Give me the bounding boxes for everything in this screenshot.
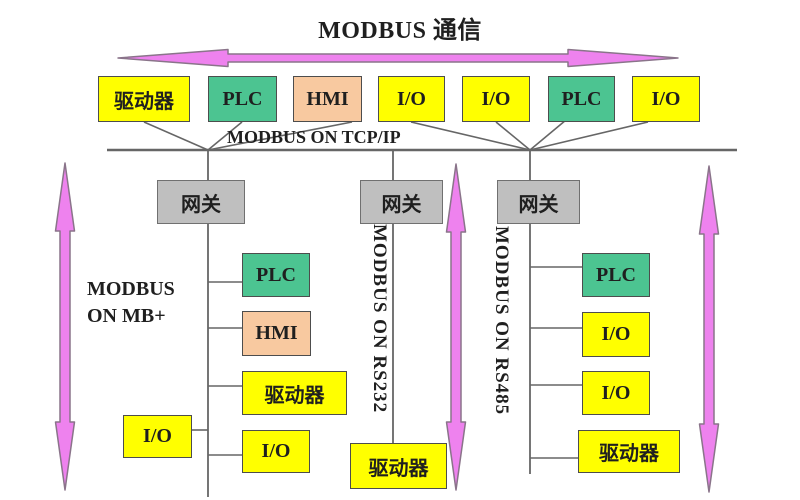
top-device-plc-1: PLC bbox=[208, 76, 277, 122]
mbplus-device-io: I/O bbox=[242, 430, 310, 473]
mbplus-device-drive: 驱动器 bbox=[242, 371, 347, 415]
mbplus-device-hmi: HMI bbox=[242, 311, 311, 356]
plc1-drop-line bbox=[207, 121, 243, 151]
top-device-io-1: I/O bbox=[378, 76, 445, 122]
top-device-plc-2: PLC bbox=[548, 76, 615, 122]
device-label: I/O bbox=[601, 323, 631, 345]
gateway-box-1: 网关 bbox=[157, 180, 245, 224]
plc2-drop-line bbox=[529, 119, 567, 151]
device-label: PLC bbox=[256, 263, 296, 286]
rs485-device-plc: PLC bbox=[582, 253, 650, 297]
device-label: I/O bbox=[481, 87, 511, 110]
rs485-branch-label: MODBUS ON RS485 bbox=[491, 226, 512, 416]
rs485-arrow bbox=[698, 165, 720, 493]
io3-drop-line bbox=[529, 121, 649, 151]
mbplus-side-device-io: I/O bbox=[123, 415, 192, 458]
mbplus-label-line1: MODBUS bbox=[87, 278, 175, 300]
rs232-device-drive: 驱动器 bbox=[350, 443, 447, 489]
tcpip-bus-label: MODBUS ON TCP/IP bbox=[227, 127, 401, 147]
rs485-device-io-1: I/O bbox=[582, 312, 650, 357]
diagram-title: MODBUS 通信 bbox=[318, 18, 482, 44]
hmi1-drop-line bbox=[207, 121, 353, 151]
mbplus-arrow bbox=[54, 162, 76, 491]
drive1-drop-line bbox=[143, 121, 209, 151]
io2-drop-line bbox=[495, 121, 531, 151]
gateway-label: 网关 bbox=[181, 193, 221, 216]
io1-drop-line bbox=[410, 121, 531, 151]
rs485-device-io-2: I/O bbox=[582, 371, 650, 415]
device-label: I/O bbox=[397, 87, 426, 110]
device-label: I/O bbox=[651, 87, 681, 110]
device-label: HMI bbox=[255, 322, 298, 344]
device-label: PLC bbox=[222, 87, 263, 110]
mbplus-device-plc: PLC bbox=[242, 253, 310, 297]
top-device-io-2: I/O bbox=[462, 76, 530, 122]
top-device-hmi: HMI bbox=[293, 76, 362, 122]
device-label: 驱动器 bbox=[114, 90, 174, 113]
gateway-label: 网关 bbox=[381, 193, 422, 216]
rs232-arrow bbox=[445, 163, 467, 491]
top-device-drive: 驱动器 bbox=[98, 76, 190, 122]
gateway-label: 网关 bbox=[518, 193, 559, 216]
top-device-io-3: I/O bbox=[632, 76, 700, 122]
device-label: HMI bbox=[306, 87, 349, 110]
device-label: I/O bbox=[601, 381, 631, 404]
mbplus-branch-label: MODBUS ON MB+ bbox=[87, 276, 175, 330]
device-label: PLC bbox=[596, 263, 636, 286]
device-label: 驱动器 bbox=[368, 457, 429, 480]
device-label: PLC bbox=[561, 87, 602, 110]
modbus-comm-arrow bbox=[117, 48, 679, 68]
device-label: 驱动器 bbox=[264, 384, 325, 407]
gateway-box-3: 网关 bbox=[497, 180, 580, 224]
rs232-branch-label: MODBUS ON RS232 bbox=[369, 224, 390, 414]
device-label: I/O bbox=[143, 425, 172, 447]
device-label: 驱动器 bbox=[599, 443, 659, 465]
device-label: I/O bbox=[261, 440, 291, 462]
gateway-box-2: 网关 bbox=[360, 180, 443, 224]
rs485-device-drive: 驱动器 bbox=[578, 430, 680, 473]
mbplus-label-line2: ON MB+ bbox=[87, 305, 166, 327]
